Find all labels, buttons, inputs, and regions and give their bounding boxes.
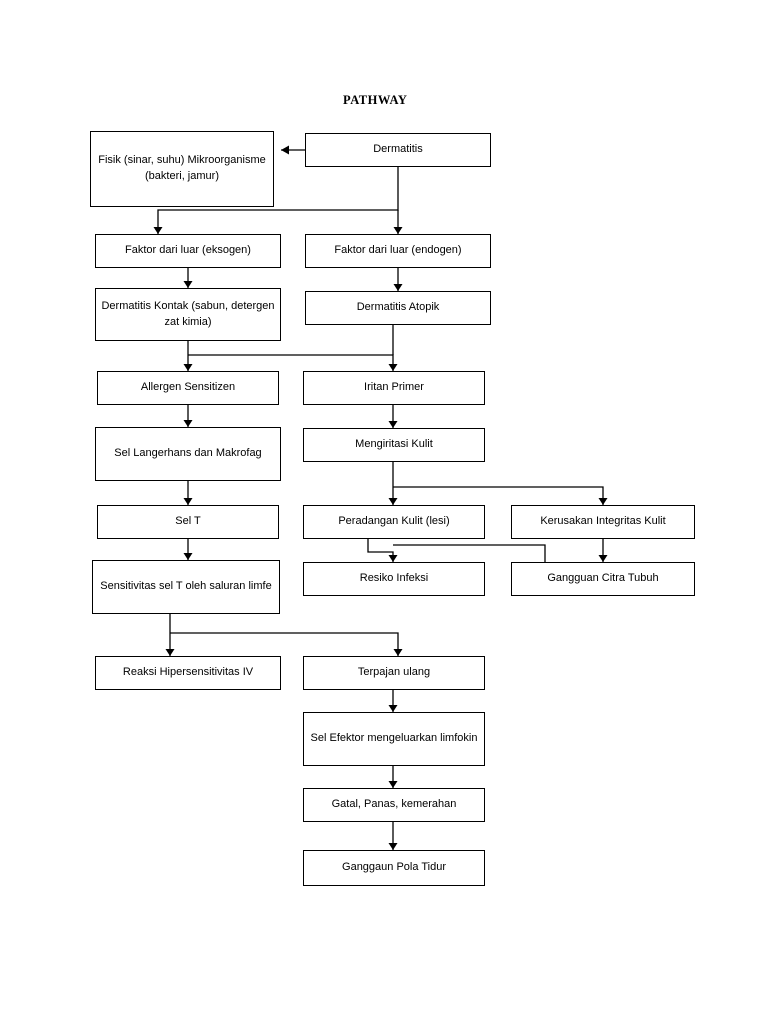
connector-peradangan-to-resiko	[367, 539, 394, 562]
node-selt: Sel T	[97, 505, 279, 539]
node-endogen: Faktor dari luar (endogen)	[305, 234, 491, 268]
arrowhead-dermatitis-to-eksogen	[153, 227, 163, 234]
node-label: Iritan Primer	[364, 381, 424, 394]
arrowhead-dermatitis-to-fisik	[281, 145, 289, 155]
node-label: Fisik (sinar, suhu) Mikroorganisme (bakt…	[98, 154, 266, 182]
node-label: Dermatitis Kontak (sabun, detergen zat k…	[101, 299, 275, 328]
arrowhead-dermatitis-to-endogen	[393, 227, 403, 234]
node-label: Reaksi Hipersensitivitas IV	[122, 666, 254, 679]
node-gangguancitra: Gangguan Citra Tubuh	[511, 562, 695, 596]
node-resiko: Resiko Infeksi	[303, 562, 485, 596]
arrowhead-kerusakan-to-gangguancitra	[598, 555, 608, 562]
node-label: Faktor dari luar (endogen)	[334, 244, 462, 257]
connector-kontak-to-iritan	[188, 354, 394, 371]
node-label: Dermatitis	[373, 143, 423, 156]
node-label: Faktor dari luar (eksogen)	[125, 244, 251, 257]
node-label: Dermatitis Atopik	[356, 301, 440, 314]
node-iritan: Iritan Primer	[303, 371, 485, 405]
node-efektor: Sel Efektor mengeluarkan limfokin	[303, 712, 485, 766]
node-label: Ganggaun Pola Tidur	[342, 861, 446, 874]
node-tidur: Ganggaun Pola Tidur	[303, 850, 485, 886]
node-allergen: Allergen Sensitizen	[97, 371, 279, 405]
arrowhead-kontak-to-iritan	[388, 364, 398, 371]
node-label: Mengiritasi Kulit	[355, 438, 433, 451]
connector-mengiritasi-to-kerusakan	[393, 486, 604, 505]
arrowhead-mengiritasi-to-kerusakan	[598, 498, 608, 505]
page-title: PATHWAY	[343, 93, 408, 107]
node-terpajan: Terpajan ulang	[303, 656, 485, 690]
node-atopik: Dermatitis Atopik	[305, 291, 491, 325]
arrowhead-allergen-to-langerhans	[183, 420, 193, 427]
node-label: Gatal, Panas, kemerahan	[331, 798, 457, 811]
node-label: Terpajan ulang	[357, 666, 431, 679]
node-langerhans: Sel Langerhans dan Makrofag	[95, 427, 281, 481]
node-label: Sel T	[175, 515, 201, 528]
arrowhead-terpajan-to-efektor	[388, 705, 398, 712]
arrowhead-efektor-to-gatal	[388, 781, 398, 788]
arrowhead-sensitivitas-to-reaksi	[165, 649, 175, 656]
arrowhead-sensitivitas-to-terpajan	[393, 649, 403, 656]
node-dermatitis: Dermatitis	[305, 133, 491, 167]
node-label: Peradangan Kulit (lesi)	[338, 515, 450, 528]
node-label: Sel Langerhans dan Makrofag	[114, 447, 262, 460]
node-peradangan: Peradangan Kulit (lesi)	[303, 505, 485, 539]
node-fisik: Fisik (sinar, suhu) Mikroorganisme (bakt…	[90, 131, 274, 207]
arrowhead-selt-to-sensitivitas	[183, 553, 193, 560]
node-label: Kerusakan Integritas Kulit	[540, 515, 666, 528]
node-label: Allergen Sensitizen	[140, 381, 236, 394]
arrowhead-gatal-to-tidur	[388, 843, 398, 850]
arrowhead-peradangan-to-resiko	[388, 555, 398, 562]
arrowhead-langerhans-to-selt	[183, 498, 193, 505]
node-kerusakan: Kerusakan Integritas Kulit	[511, 505, 695, 539]
node-label: Gangguan Citra Tubuh	[547, 572, 659, 585]
node-mengiritasi: Mengiritasi Kulit	[303, 428, 485, 462]
node-label: Sensitivitas sel T oleh saluran limfe	[100, 580, 272, 593]
arrowhead-iritan-to-mengiritasi	[388, 421, 398, 428]
node-gatal: Gatal, Panas, kemerahan	[303, 788, 485, 822]
arrowhead-endogen-to-atopik	[393, 284, 403, 291]
node-label: Resiko Infeksi	[359, 572, 429, 585]
arrowhead-eksogen-to-kontak	[183, 281, 193, 288]
arrowhead-kontak-to-allergen	[183, 364, 193, 371]
node-kontak: Dermatitis Kontak (sabun, detergen zat k…	[95, 288, 281, 341]
node-eksogen: Faktor dari luar (eksogen)	[95, 234, 281, 268]
connector-sensitivitas-to-terpajan	[170, 632, 399, 656]
connector-peradangan-to-gangguancitra	[393, 544, 546, 562]
node-reaksi: Reaksi Hipersensitivitas IV	[95, 656, 281, 690]
node-label: Sel Efektor mengeluarkan limfokin	[310, 732, 478, 745]
node-sensitivitas: Sensitivitas sel T oleh saluran limfe	[92, 560, 280, 614]
arrowhead-mengiritasi-to-peradangan	[388, 498, 398, 505]
